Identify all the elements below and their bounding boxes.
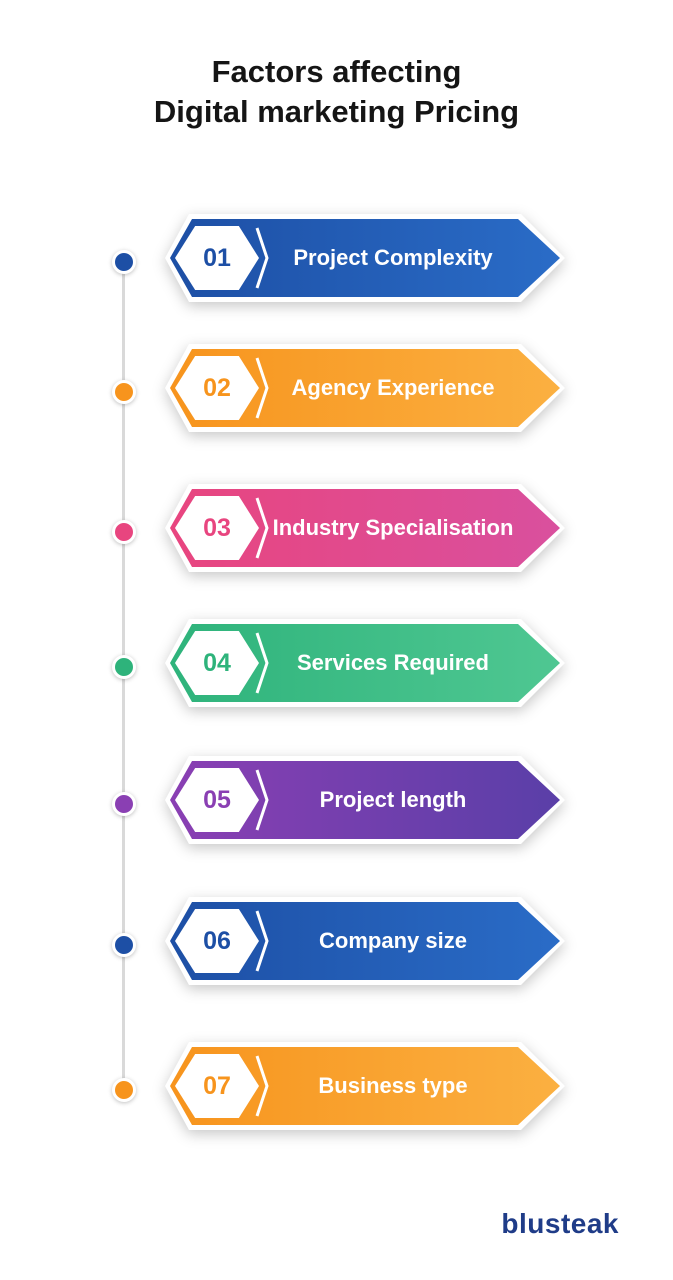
factor-label: Project length <box>319 787 467 812</box>
chevron-icon <box>255 227 269 289</box>
timeline-dot <box>112 380 136 404</box>
timeline-dot <box>112 250 136 274</box>
factor-item: 06 Company size <box>165 897 565 985</box>
factor-number-badge: 06 <box>175 909 259 973</box>
timeline-dot <box>112 1078 136 1102</box>
blusteak-logo: blusteak <box>501 1208 619 1239</box>
chevron-icon <box>255 1055 269 1117</box>
factor-item: 01 Project Complexity <box>165 214 565 302</box>
factor-label: Project Complexity <box>293 245 493 270</box>
factor-item: 05 Project length <box>165 756 565 844</box>
factor-item: 07 Business type <box>165 1042 565 1130</box>
factor-number-badge: 01 <box>175 226 259 290</box>
timeline-dot <box>112 933 136 957</box>
factor-item: 02 Agency Experience <box>165 344 565 432</box>
factor-number-badge: 05 <box>175 768 259 832</box>
title-line-1: Factors affecting <box>211 54 462 89</box>
title-line-2: Digital marketing Pricing <box>153 94 520 129</box>
factor-label: Company size <box>319 928 467 953</box>
factor-label: Agency Experience <box>291 375 495 400</box>
chevron-icon <box>255 632 269 694</box>
factor-item: 04 Services Required <box>165 619 565 707</box>
chevron-icon <box>255 769 269 831</box>
chevron-icon <box>255 497 269 559</box>
chevron-icon <box>255 357 269 419</box>
timeline-dot <box>112 520 136 544</box>
factor-item: 03 Industry Specialisation <box>165 484 565 572</box>
factor-number-badge: 02 <box>175 356 259 420</box>
factor-number-badge: 07 <box>175 1054 259 1118</box>
factor-label: Services Required <box>297 650 489 675</box>
factor-number-badge: 03 <box>175 496 259 560</box>
timeline-dot <box>112 792 136 816</box>
timeline-dot <box>112 655 136 679</box>
page-title: Factors affecting Digital marketing Pric… <box>0 52 673 132</box>
factor-number-badge: 04 <box>175 631 259 695</box>
factor-label: Business type <box>318 1073 468 1098</box>
chevron-icon <box>255 910 269 972</box>
factor-label: Industry Specialisation <box>272 515 514 540</box>
